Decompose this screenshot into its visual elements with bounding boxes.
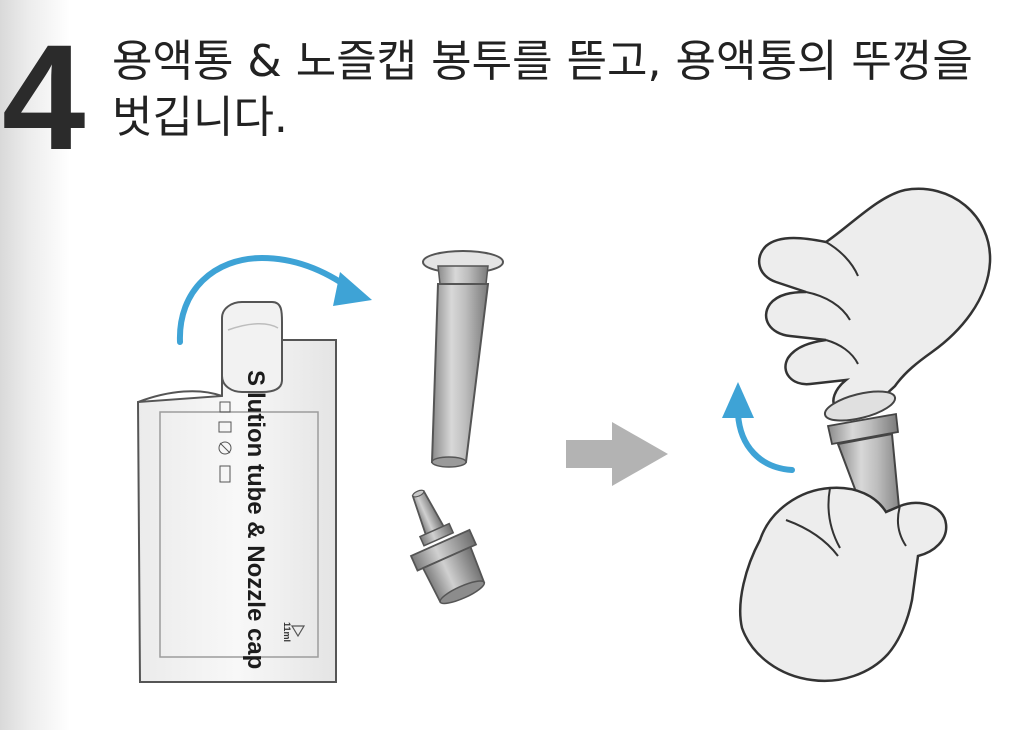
- rotate-arrow-icon: [722, 382, 795, 473]
- pouch-volume: 11ml: [282, 622, 292, 642]
- instruction-line-2: 벗깁니다.: [112, 92, 288, 143]
- solution-tube: [422, 250, 504, 468]
- curved-arrow-icon: [176, 254, 372, 345]
- triangle-icon: [290, 625, 306, 638]
- nozzle-cap: [409, 489, 486, 605]
- instruction-text: 용액통 & 노즐캡 봉투를 뜯고, 용액통의 뚜껑을 벗깁니다.: [112, 34, 1012, 146]
- pouch-label-main: lution tube & Nozzle cap: [242, 392, 269, 669]
- instruction-line-1: 용액통 & 노즐캡 봉투를 뜯고, 용액통의 뚜껑을: [112, 36, 973, 87]
- pouch-label-peeled: S: [242, 370, 269, 386]
- solution-tube-pouch: S lution tube & Nozzle cap 11ml: [136, 301, 337, 683]
- lower-hand: [738, 486, 948, 683]
- pouch-symbol-icons: [218, 401, 232, 483]
- right-arrow-icon: [566, 422, 668, 486]
- step-number: 4: [2, 13, 85, 181]
- upper-hand: [757, 187, 992, 415]
- page-edge-shadow: [0, 0, 70, 730]
